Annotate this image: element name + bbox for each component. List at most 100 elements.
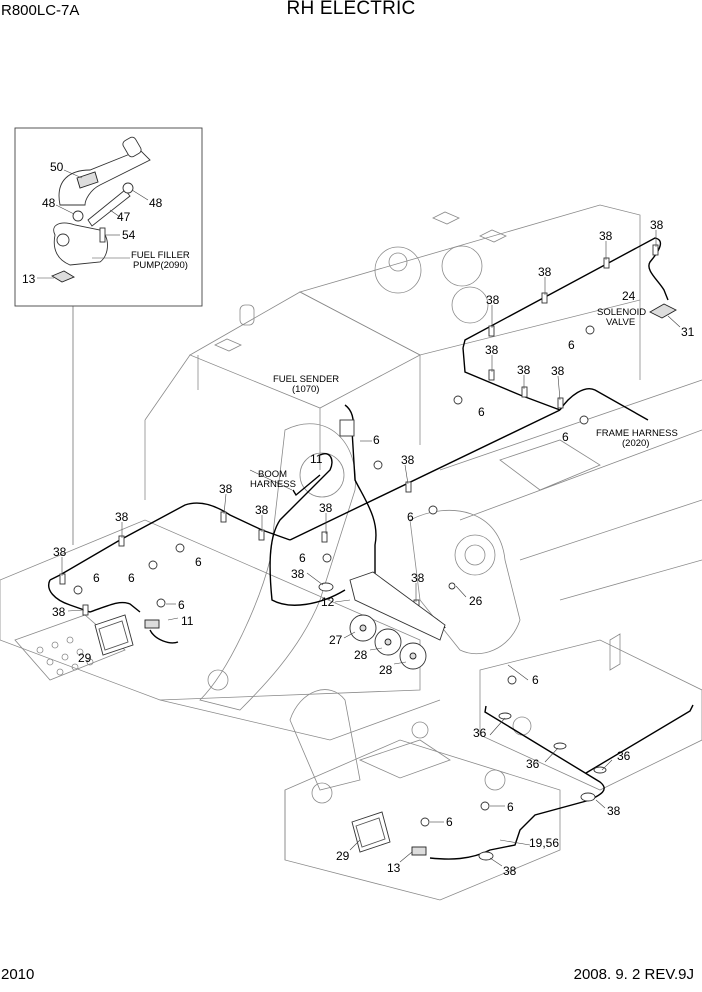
frame-harness-label-line1: FRAME HARNESS <box>596 428 678 439</box>
bolt-6 <box>148 560 158 570</box>
part-label: 36 <box>617 749 631 763</box>
lower-right-harness <box>429 705 605 860</box>
part-label: 6 <box>478 405 485 419</box>
fuel-filler-label-line2: PUMP(2090) <box>133 260 188 271</box>
clip-38 <box>118 535 125 547</box>
leader-lines <box>61 230 681 867</box>
part-label: 38 <box>411 571 425 585</box>
part-label: 38 <box>53 545 67 559</box>
part-label: 38 <box>255 503 269 517</box>
part-label: 28 <box>379 663 393 677</box>
clip-48-right <box>122 182 134 194</box>
boom-harness-loop <box>269 453 346 606</box>
part-label: 29 <box>336 849 350 863</box>
clip-38 <box>59 573 66 585</box>
part-label: 11 <box>181 614 194 628</box>
part-label: 38 <box>291 567 305 581</box>
clip-38 <box>318 582 334 592</box>
clip-38 <box>603 257 610 269</box>
part-number-labels: 38 38 38 38 38 38 38 24 31 6 6 6 6 11 38… <box>52 218 695 878</box>
label-47: 47 <box>117 210 131 224</box>
solenoid-valve-label-line2: VALVE <box>606 317 635 328</box>
callouts: FUEL SENDER (1070) BOOM HARNESS SOLENOID… <box>250 307 678 490</box>
work-lamp-right <box>351 811 427 856</box>
clip-38 <box>488 369 495 381</box>
rollers <box>349 614 427 670</box>
clamp-50 <box>76 171 99 189</box>
left-harness <box>49 502 291 581</box>
part-label: 38 <box>115 510 129 524</box>
part-label: 13 <box>387 861 401 875</box>
bolt-6 <box>585 325 595 335</box>
part-label: 38 <box>517 363 531 377</box>
part-label: 36 <box>473 726 487 740</box>
clip-38 <box>580 792 596 802</box>
clip-48-left <box>72 210 84 222</box>
solenoid-valve-label-line1: SOLENOID <box>597 307 646 318</box>
bolt-6 <box>322 553 332 563</box>
part-label: 26 <box>469 594 483 608</box>
part-label: 28 <box>354 648 368 662</box>
part-label: 38 <box>607 804 621 818</box>
boom-harness-connector <box>292 474 321 497</box>
step-plate-pattern <box>36 636 94 676</box>
clips <box>59 244 659 861</box>
part-label: 38 <box>319 501 333 515</box>
frame-harness-label-line2: (2020) <box>622 438 649 449</box>
part-label: 19,56 <box>529 836 559 850</box>
part-label: 6 <box>128 571 135 585</box>
solenoid-valve <box>649 303 677 319</box>
fuel-sender-label-line2: (1070) <box>292 384 319 395</box>
label-48-left: 48 <box>42 196 56 210</box>
bolt-6 <box>73 585 83 595</box>
model-number: R800LC-7A <box>1 2 80 19</box>
revision-date: 2008. 9. 2 REV.9J <box>573 966 694 983</box>
part-label: 38 <box>219 482 233 496</box>
part-label: 6 <box>299 551 306 565</box>
clip-38 <box>541 292 548 304</box>
clip-38 <box>220 511 227 523</box>
part-label: 6 <box>195 555 202 569</box>
bracket-13 <box>51 270 75 283</box>
bolt-6 <box>579 415 589 425</box>
fuel-sender-label-line1: FUEL SENDER <box>273 374 339 385</box>
part-label: 38 <box>486 293 500 307</box>
label-13-inset: 13 <box>22 272 36 286</box>
clip-38 <box>321 531 328 543</box>
part-label: 27 <box>329 633 343 647</box>
part-label: 29 <box>78 651 92 665</box>
part-label: 11 <box>310 452 323 466</box>
bolt-54 <box>99 227 106 243</box>
left-lamp-harness <box>48 579 179 644</box>
clip-38 <box>478 851 494 861</box>
clip-36 <box>498 712 512 720</box>
page-number: 2010 <box>1 966 35 983</box>
part-label: 38 <box>551 364 565 378</box>
part-label: 6 <box>407 510 414 524</box>
bolt-6 <box>428 505 438 515</box>
part-label: 6 <box>562 430 569 444</box>
clip-38 <box>557 397 564 409</box>
part-label: 38 <box>503 864 517 878</box>
bracket-12 <box>349 571 446 641</box>
work-lamp-left <box>94 614 160 656</box>
bolt-6 <box>156 598 166 608</box>
part-label: 12 <box>321 595 335 609</box>
part-label: 6 <box>178 598 185 612</box>
part-label: 38 <box>538 265 552 279</box>
clip-38 <box>405 481 412 493</box>
part-label: 6 <box>507 800 514 814</box>
lower-right-harness-branch <box>585 704 694 774</box>
bolt-6 <box>175 543 185 553</box>
main-frame-harness <box>289 409 561 541</box>
frame-harness-lead <box>559 388 649 421</box>
clip-38 <box>488 325 495 337</box>
bolt-6 <box>373 460 383 470</box>
bolt-6 <box>420 817 430 827</box>
label-48-right: 48 <box>149 196 163 210</box>
upper-harness-to-solenoid <box>462 237 669 349</box>
hose-47 <box>87 189 131 227</box>
part-label: 6 <box>568 338 575 352</box>
bolts <box>73 325 595 827</box>
fuel-sender <box>339 419 355 437</box>
